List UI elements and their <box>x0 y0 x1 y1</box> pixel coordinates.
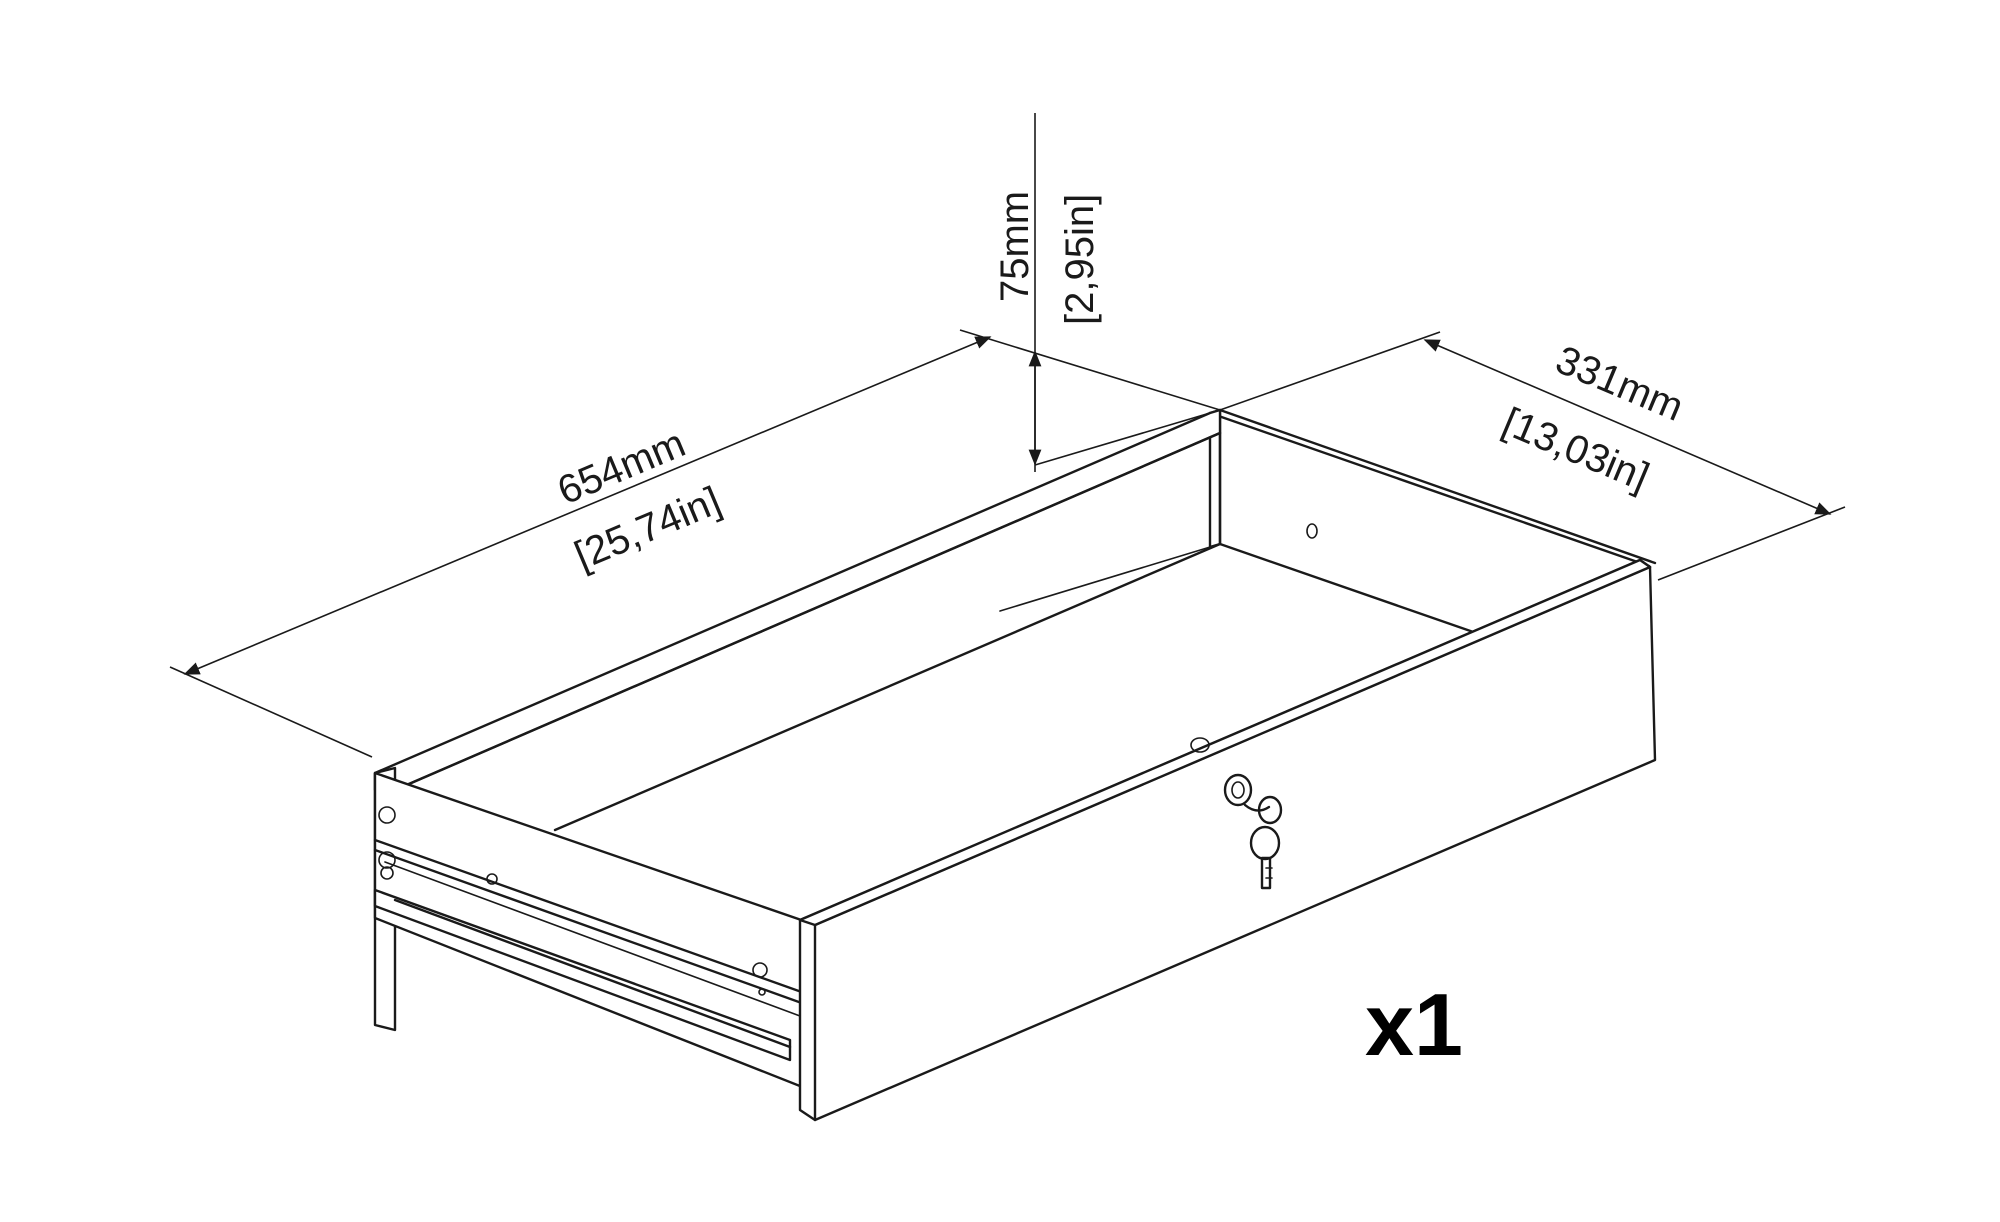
screw-icon <box>378 806 396 824</box>
dimension-length: 654mm [25,74in] <box>169 329 1221 758</box>
back-panel-hole <box>1306 523 1318 539</box>
drawer-left-side <box>373 408 1222 792</box>
screw-icon <box>752 962 768 978</box>
depth-imperial-label: [13,03in] <box>1497 400 1656 500</box>
drawer-pin <box>1190 737 1210 753</box>
screw-icon <box>486 873 498 885</box>
depth-metric-label: 331mm <box>1550 338 1690 430</box>
lock-icon <box>1223 773 1271 812</box>
drawer-front-panel <box>798 558 1657 1122</box>
height-metric-label: 75mm <box>993 191 1037 302</box>
quantity-label: x1 <box>1365 975 1463 1074</box>
screw-icon <box>378 851 396 869</box>
screw-icon <box>758 988 766 996</box>
drawer-icon <box>373 408 1657 1122</box>
key-icon <box>1249 795 1283 890</box>
dimension-height: 75mm [2,95in] <box>993 113 1211 472</box>
screw-icon <box>380 866 394 880</box>
dimension-depth: 331mm [13,03in] <box>1219 331 1846 581</box>
height-imperial-label: [2,95in] <box>1058 194 1102 325</box>
